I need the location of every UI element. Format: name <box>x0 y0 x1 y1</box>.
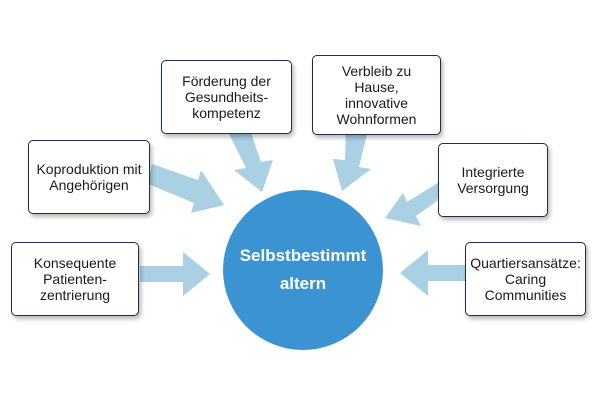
box-patienten: Konsequente Patienten- zentrierung <box>11 242 139 316</box>
box-koproduktion: Koproduktion mit Angehörigen <box>28 140 150 214</box>
center-circle: Selbstbestimmt altern <box>223 190 383 350</box>
box-versorgung-label: Integrierte Versorgung <box>457 164 529 196</box>
box-koproduktion-label: Koproduktion mit Angehörigen <box>36 161 142 193</box>
box-verbleib: Verbleib zu Hause, innovative Wohnformen <box>312 55 441 135</box>
box-patienten-label: Konsequente Patienten- zentrierung <box>33 255 117 303</box>
arrow-verbleib <box>333 130 371 191</box>
box-gesundheit-label: Förderung der Gesundheits- kompetenz <box>182 73 271 121</box>
box-gesundheit: Förderung der Gesundheits- kompetenz <box>161 60 292 134</box>
box-versorgung: Integrierte Versorgung <box>438 143 548 217</box>
arrow-quartier <box>400 250 466 296</box>
arrow-gesundheit <box>227 130 273 192</box>
box-quartier-label: Quartiersansätze: Caring Communities <box>470 255 581 303</box>
center-label: Selbstbestimmt altern <box>239 246 367 293</box>
box-quartier: Quartiersansätze: Caring Communities <box>465 242 586 316</box>
box-verbleib-label: Verbleib zu Hause, innovative Wohnformen <box>336 63 417 127</box>
arrow-koproduktion <box>148 164 224 213</box>
arrow-versorgung <box>385 181 441 226</box>
arrow-patienten <box>140 252 210 296</box>
